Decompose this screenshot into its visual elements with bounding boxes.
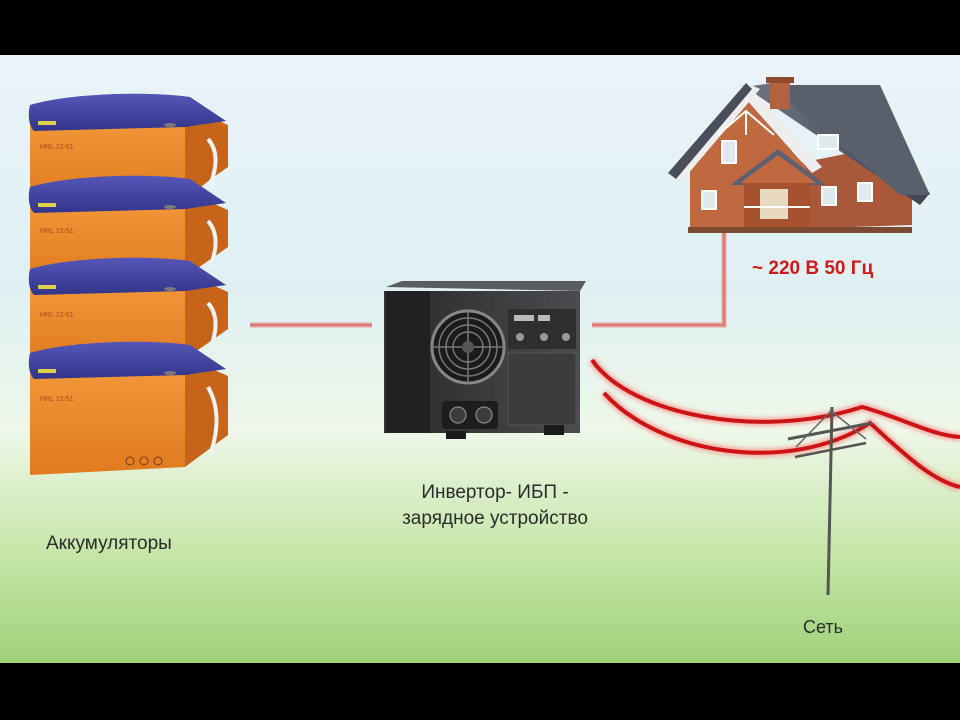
diagram-scene: HRL 12-51 HRL 12-51: [0, 55, 960, 663]
battery-stack: HRL 12-51 HRL 12-51: [28, 93, 228, 475]
inverter-label: Инвертор- ИБП - зарядное устройство: [350, 480, 640, 532]
battery-icon: HRL 12-51: [28, 257, 228, 367]
fan-icon: [430, 309, 506, 385]
grid-label: Сеть: [803, 617, 844, 637]
battery-model-label: HRL 12-51: [40, 144, 74, 151]
utility-pole-icon: [787, 406, 873, 596]
inverter-label-line1: Инвертор- ИБП -: [421, 482, 569, 503]
wire-inverter-house: [592, 231, 727, 328]
inverter-icon: [384, 281, 586, 439]
voltage-label: ~ 220 В 50 Гц: [752, 258, 874, 279]
house-icon: [668, 77, 930, 233]
battery-icon: HRL 12-51: [28, 341, 228, 475]
grid-wires: [588, 357, 960, 491]
battery-model-label: HRL 12-51: [40, 312, 74, 319]
inverter-label-line2: зарядное устройство: [402, 508, 588, 529]
battery-model-label: HRL 12-51: [40, 228, 74, 235]
batteries-label: Аккумуляторы: [46, 533, 172, 554]
battery-model-label: HRL 12-51: [40, 396, 74, 403]
diagram-canvas: HRL 12-51 HRL 12-51: [0, 55, 960, 663]
